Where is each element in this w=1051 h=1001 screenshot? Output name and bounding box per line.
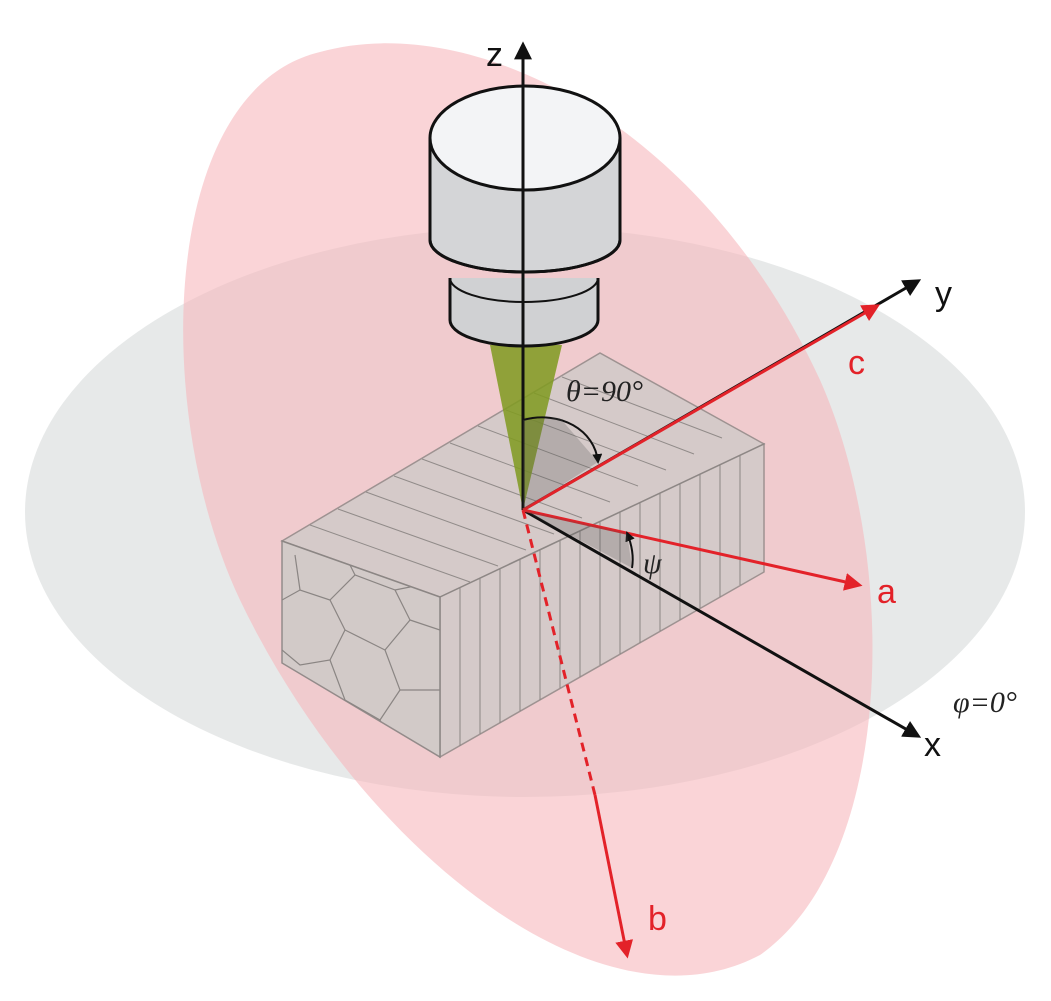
vector-b bbox=[593, 794, 634, 959]
theta-label: θ=90° bbox=[566, 375, 643, 408]
psi-shade bbox=[523, 510, 632, 568]
x-axis bbox=[522, 508, 922, 738]
sample-front-face bbox=[281, 539, 441, 759]
sample-vectors bbox=[521, 304, 881, 959]
psi-arc bbox=[625, 531, 635, 569]
vector-b-label: b bbox=[648, 900, 667, 938]
vector-a-label: a bbox=[877, 573, 896, 611]
vector-c bbox=[522, 304, 881, 512]
theta-arc bbox=[522, 416, 603, 464]
objective-lens bbox=[428, 84, 622, 348]
laser-beam bbox=[490, 345, 562, 510]
z-axis-label: z bbox=[486, 36, 503, 74]
vector-a bbox=[522, 508, 863, 591]
psi-label: ψ bbox=[643, 547, 663, 580]
vector-b-dashed bbox=[521, 509, 597, 796]
theta-shade bbox=[523, 418, 598, 510]
y-axis-label: y bbox=[935, 275, 952, 313]
sample-side-grain-lines bbox=[459, 455, 741, 746]
angle-arcs bbox=[522, 416, 635, 569]
phi-label: φ=0° bbox=[953, 686, 1017, 719]
vector-c-label: c bbox=[848, 344, 865, 382]
x-axis-label: x bbox=[924, 726, 941, 764]
